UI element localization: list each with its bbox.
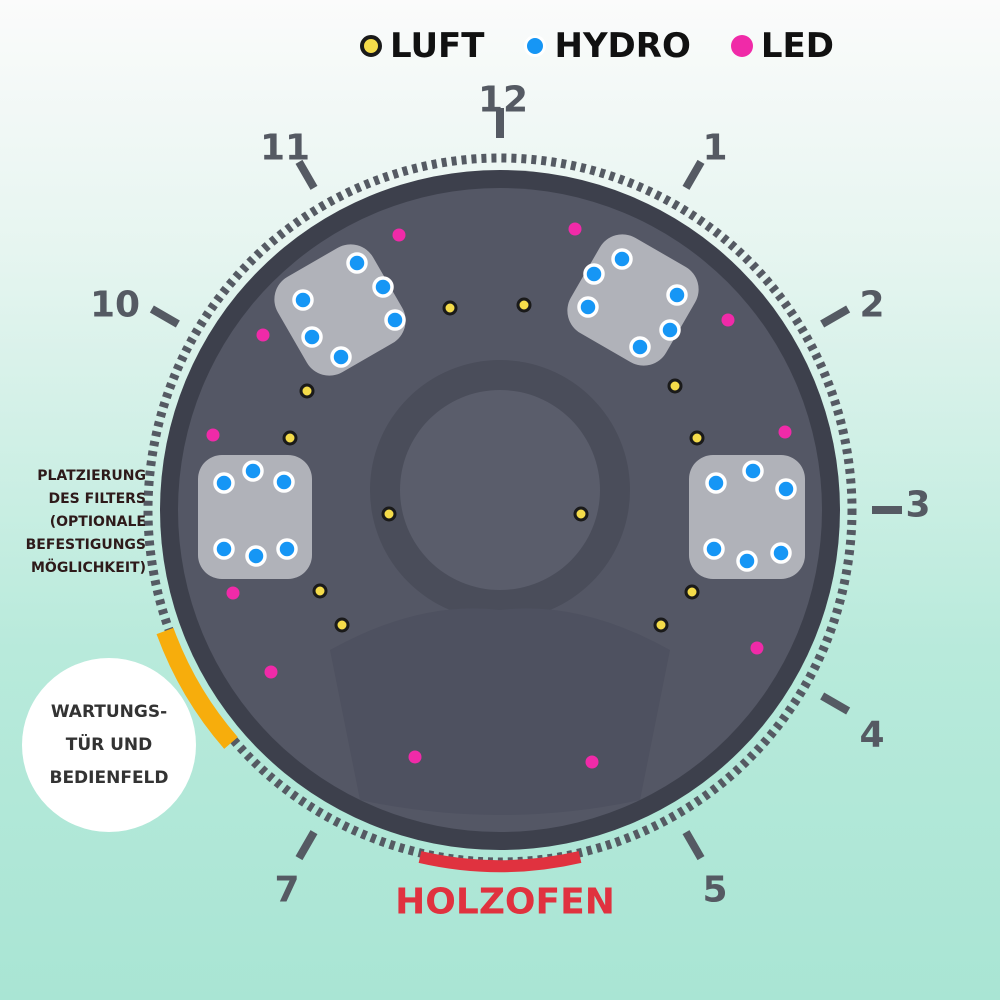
air-jet-icon xyxy=(684,584,700,600)
led-icon xyxy=(392,228,406,242)
hydro-jet-icon xyxy=(705,472,727,494)
air-jet-icon xyxy=(573,506,589,522)
air-jet-icon xyxy=(653,617,669,633)
clock-3: 3 xyxy=(905,484,931,526)
air-jet-icon xyxy=(381,506,397,522)
center-seat xyxy=(400,390,600,590)
footwell xyxy=(330,608,670,815)
clock-11: 11 xyxy=(259,127,311,169)
clock-1: 1 xyxy=(702,127,728,169)
clock-tick-10 xyxy=(149,305,180,328)
hydro-jet-icon xyxy=(666,284,688,306)
air-jet-icon xyxy=(334,617,350,633)
hydro-jet-icon xyxy=(242,460,264,482)
hydro-jet-icon xyxy=(330,346,352,368)
filter-placement-note: PLATZIERUNG DES FILTERS (OPTIONALE BEFES… xyxy=(8,465,146,580)
clock-tick-5 xyxy=(682,830,705,861)
air-jet-icon xyxy=(360,35,382,57)
air-jet-icon xyxy=(667,378,683,394)
led-icon xyxy=(408,750,422,764)
led-icon xyxy=(778,425,792,439)
hydro-jet-icon xyxy=(629,336,651,358)
clock-tick-4 xyxy=(820,692,851,715)
clock-7: 7 xyxy=(274,869,300,911)
clock-4: 4 xyxy=(859,714,885,756)
hydro-jet-icon xyxy=(742,460,764,482)
hydro-jet-icon xyxy=(524,35,547,57)
hydro-jet-icon xyxy=(736,550,758,572)
hydro-jet-icon xyxy=(276,538,298,560)
air-jet-icon xyxy=(312,583,328,599)
led-icon xyxy=(256,328,270,342)
note-line: DES FILTERS xyxy=(48,491,147,507)
hydro-jet-icon xyxy=(245,545,267,567)
note-line: PLATZIERUNG xyxy=(37,468,146,484)
led-icon xyxy=(264,665,278,679)
maintenance-door-arc xyxy=(156,627,238,749)
legend-luft: LUFT xyxy=(360,26,484,66)
led-icon xyxy=(585,755,599,769)
clock-2: 2 xyxy=(859,284,885,326)
led-icon xyxy=(226,586,240,600)
hydro-jet-icon xyxy=(583,263,605,285)
led-icon xyxy=(568,222,582,236)
stove-label: HOLZOFEN xyxy=(395,881,615,923)
clock-tick-7 xyxy=(295,830,318,861)
legend-led: LED xyxy=(730,26,834,66)
clock-12: 12 xyxy=(477,79,529,121)
clock-tick-11 xyxy=(295,159,318,190)
hydro-jet-icon xyxy=(384,309,406,331)
hydro-jet-icon xyxy=(301,326,323,348)
air-jet-icon xyxy=(689,430,705,446)
note-line: (OPTIONALE xyxy=(49,514,146,530)
label-line: WARTUNGS- xyxy=(50,701,168,722)
led-icon xyxy=(206,428,220,442)
hydro-jet-icon xyxy=(577,296,599,318)
air-jet-icon xyxy=(516,297,532,313)
hydro-jet-icon xyxy=(703,538,725,560)
air-jet-icon xyxy=(442,300,458,316)
led-icon xyxy=(750,641,764,655)
label-line: BEDIENFELD xyxy=(49,767,169,788)
hydro-jet-icon xyxy=(292,289,314,311)
air-jet-icon xyxy=(299,383,315,399)
hydro-jet-icon xyxy=(273,471,295,493)
legend-label: HYDRO xyxy=(554,26,691,66)
legend-hydro: HYDRO xyxy=(524,26,691,66)
hydro-jet-icon xyxy=(213,538,235,560)
clock-tick-1 xyxy=(682,159,705,190)
hydro-jet-icon xyxy=(213,472,235,494)
label-line: TÜR UND xyxy=(65,734,153,755)
hydro-jet-icon xyxy=(611,248,633,270)
hydro-jet-icon xyxy=(659,319,681,341)
hydro-jet-icon xyxy=(775,478,797,500)
hydro-jet-icon xyxy=(770,542,792,564)
stove-arc xyxy=(418,851,582,873)
maintenance-door-label: WARTUNGS- TÜR UND BEDIENFELD xyxy=(22,658,196,832)
hydro-jet-icon xyxy=(372,276,394,298)
legend: LUFT HYDRO LED xyxy=(360,26,874,66)
note-line: MÖGLICHKEIT) xyxy=(30,560,146,576)
air-jet-icon xyxy=(282,430,298,446)
legend-label: LUFT xyxy=(390,26,485,66)
note-line: BEFESTIGUNGS xyxy=(25,537,146,553)
clock-5: 5 xyxy=(702,869,728,911)
hydro-jet-icon xyxy=(346,252,368,274)
led-icon xyxy=(721,313,735,327)
legend-label: LED xyxy=(760,26,834,66)
led-icon xyxy=(730,35,753,57)
clock-10: 10 xyxy=(89,284,141,326)
clock-tick-2 xyxy=(820,305,851,328)
